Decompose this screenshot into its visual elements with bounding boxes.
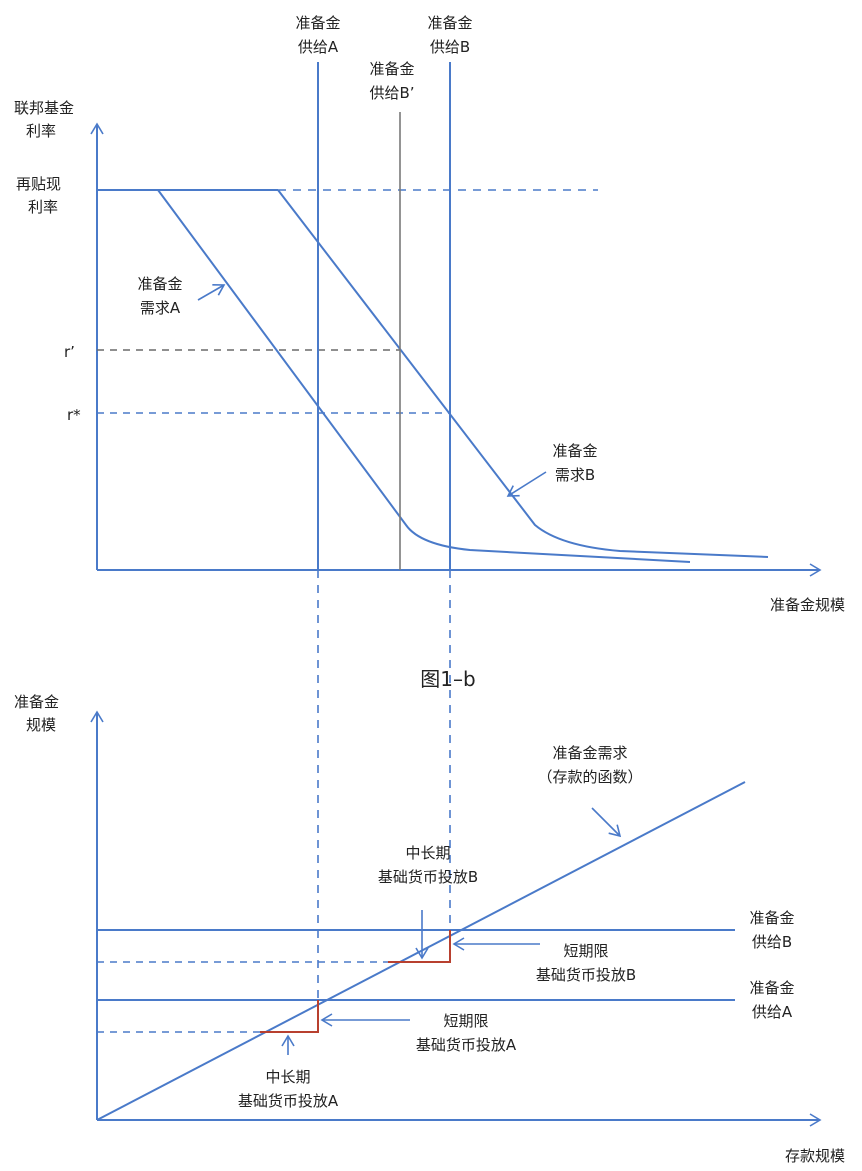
short-term-b-label-line2: 基础货币投放B <box>536 966 636 984</box>
supply-a-label-line1: 准备金 <box>749 979 794 997</box>
demand-a-arrow <box>197 284 226 301</box>
supply-b-label-line2: 供给B <box>430 38 470 56</box>
supply-b-label-line2: 供给B <box>752 933 792 951</box>
long-term-a-label-line2: 基础货币投放A <box>238 1092 339 1110</box>
supply-a-label-line2: 供给A <box>298 38 339 56</box>
red-step-b <box>388 930 451 963</box>
demand-label-line2: （存款的函数） <box>537 768 642 786</box>
demand-line-arrow <box>591 807 622 838</box>
demand-a-label-line1: 准备金 <box>137 275 182 293</box>
demand-a-label-line2: 需求A <box>140 299 181 317</box>
bottom-y-axis-label-line1: 准备金 <box>14 693 59 711</box>
supply-b-label-line1: 准备金 <box>427 14 472 32</box>
top-y-axis-label-line1: 联邦基金 <box>14 99 74 117</box>
supply-b-prime-label-line2: 供给B’ <box>369 84 414 102</box>
bottom-x-axis-label: 存款规模 <box>785 1147 845 1165</box>
top-panel: 联邦基金 利率 再贴现 利率 r’ r* 准备金 供给A 准备金 供给B 准备金… <box>14 14 845 614</box>
top-y-axis-label-line2: 利率 <box>26 122 56 140</box>
demand-label-line1: 准备金需求 <box>552 744 627 762</box>
discount-rate-label-line2: 利率 <box>28 198 58 216</box>
supply-b-prime-label-line1: 准备金 <box>369 60 414 78</box>
r-star-label: r* <box>67 406 81 424</box>
supply-a-label-line1: 准备金 <box>295 14 340 32</box>
reserve-demand-line <box>96 781 746 1121</box>
short-term-b-label-line1: 短期限 <box>563 942 608 960</box>
supply-a-label-line2: 供给A <box>752 1003 793 1021</box>
figure-caption: 图1–b <box>420 667 475 691</box>
long-term-b-label-line2: 基础货币投放B <box>378 868 478 886</box>
short-term-a-label-line2: 基础货币投放A <box>416 1036 517 1054</box>
bottom-panel: 准备金 规模 准备金需求 （存款的函数） 中长期 基础货币投放B 准备金 供给B… <box>14 693 845 1165</box>
top-x-axis-label: 准备金规模 <box>770 596 845 614</box>
long-term-b-label-line1: 中长期 <box>405 844 450 862</box>
short-term-a-label-line1: 短期限 <box>443 1012 488 1030</box>
demand-b-label-line1: 准备金 <box>552 442 597 460</box>
supply-b-label-line1: 准备金 <box>749 909 794 927</box>
discount-rate-label-line1: 再贴现 <box>16 175 61 193</box>
demand-a-curve <box>157 189 691 563</box>
demand-b-label-line2: 需求B <box>555 466 595 484</box>
demand-b-curve <box>277 189 769 558</box>
demand-b-arrow <box>506 471 547 497</box>
r-prime-label: r’ <box>64 343 75 361</box>
long-term-a-label-line1: 中长期 <box>265 1068 310 1086</box>
bottom-y-axis-label-line2: 规模 <box>26 716 56 734</box>
red-step-a <box>260 1000 319 1033</box>
